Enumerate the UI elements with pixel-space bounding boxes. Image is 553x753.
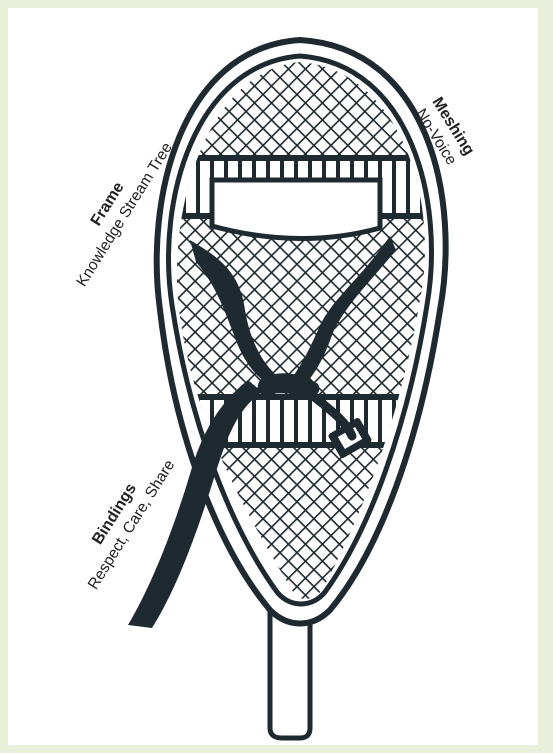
snowshoe-diagram: Frame Knowledge Stream Tree Meshing No-V… xyxy=(0,0,553,753)
